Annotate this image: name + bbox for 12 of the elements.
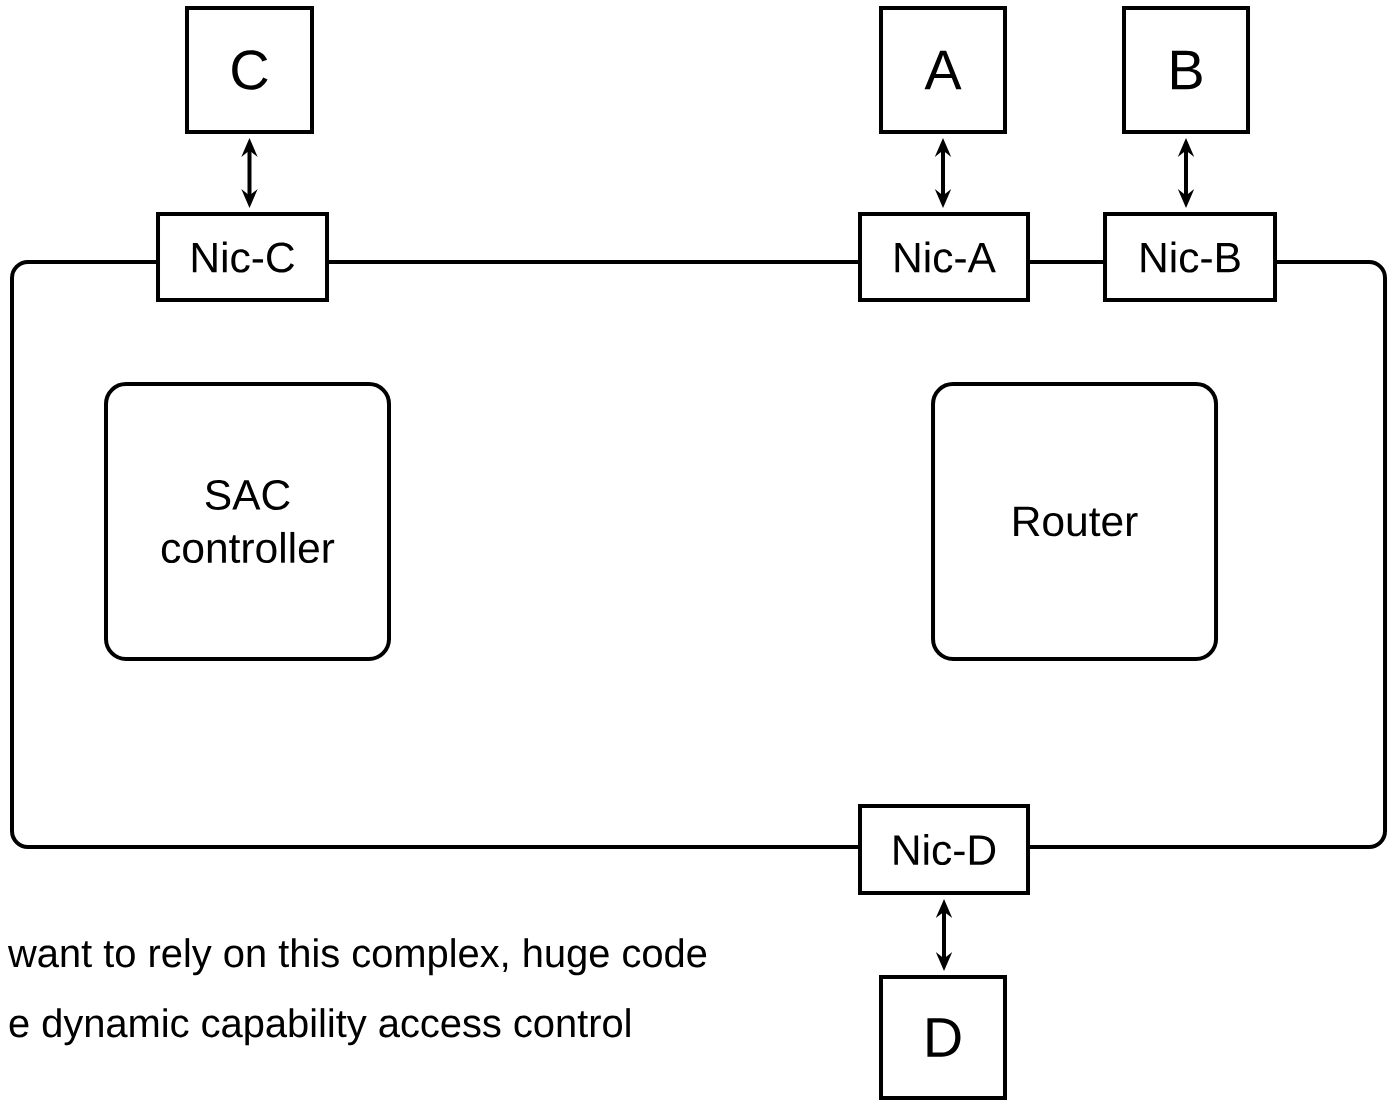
interface-box: Nic-B <box>1103 212 1277 302</box>
note-text: e dynamic capability access control <box>9 1008 630 1046</box>
terminal-box: D <box>879 975 1007 1100</box>
process-box: SAC controller <box>104 382 391 661</box>
interface-box: Nic-D <box>858 804 1030 895</box>
terminal-box: C <box>185 6 314 134</box>
interface-box: Nic-A <box>858 212 1030 302</box>
interface-box: Nic-C <box>156 212 329 302</box>
terminal-box: A <box>879 6 1007 134</box>
process-box: Router <box>931 382 1219 661</box>
note-text: want to rely on this complex, huge code <box>7 938 707 976</box>
terminal-box: B <box>1122 6 1250 134</box>
